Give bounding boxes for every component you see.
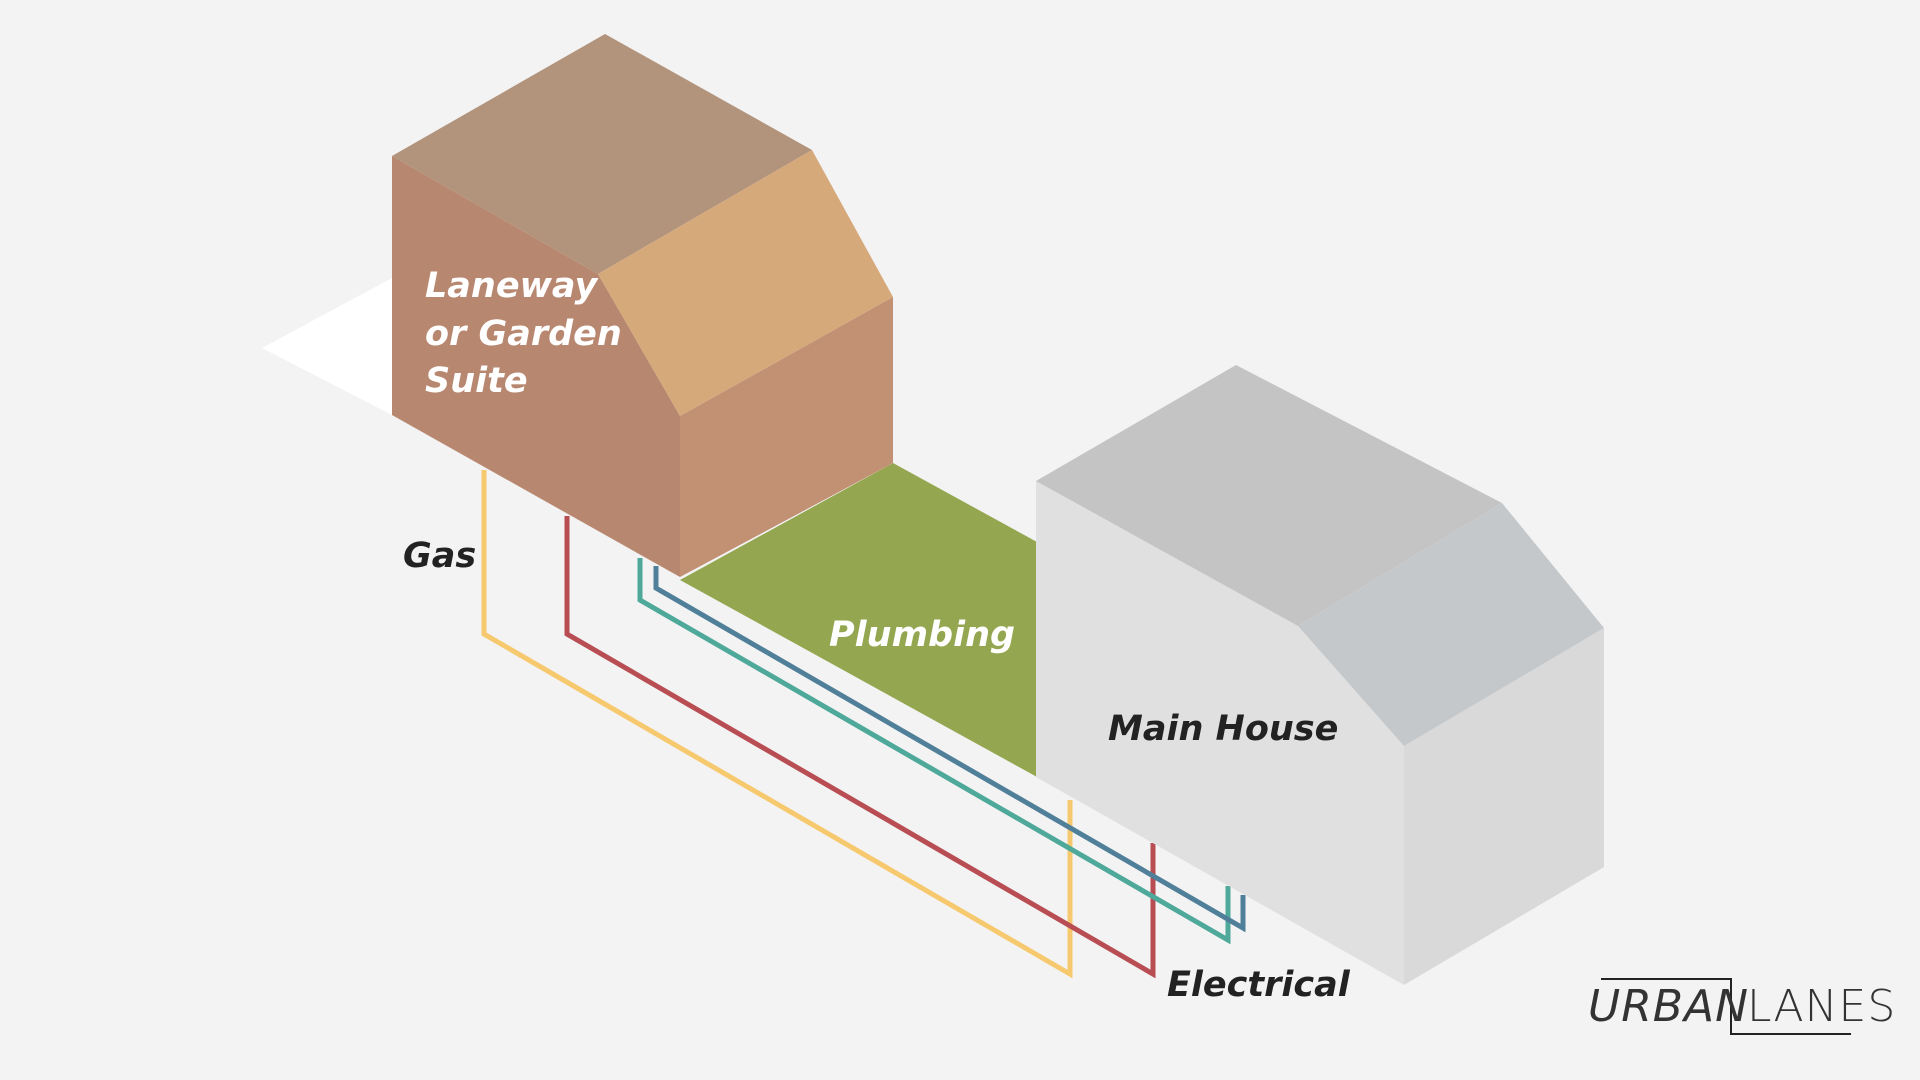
- suite-roof-right: [598, 150, 893, 416]
- main-house-label: Main House: [1108, 709, 1338, 749]
- suite-label-line-2: or Garden: [425, 314, 622, 354]
- logo-text-urban: URBAN: [1588, 981, 1749, 1032]
- lawn-ground: [680, 463, 1037, 777]
- suite-wall-side: [680, 297, 893, 577]
- suite-wall-front: [392, 156, 680, 577]
- house-wall-front: [1036, 481, 1404, 985]
- electrical-label: Electrical: [1167, 965, 1351, 1005]
- urban-lanes-logo: URBAN LANES: [1588, 978, 1896, 1035]
- house-roof-right: [1298, 503, 1604, 746]
- electrical-line: [564, 516, 1156, 979]
- suite-roof-left: [392, 34, 812, 274]
- gas-label: Gas: [403, 536, 476, 576]
- house-roof-left: [1036, 365, 1502, 626]
- plumbing-label: Plumbing: [829, 615, 1015, 655]
- gas-line: [481, 470, 1073, 979]
- suite-label-line-1: Laneway: [425, 266, 599, 306]
- suite-label-line-3: Suite: [425, 361, 528, 401]
- laneway-suite-building: [392, 34, 893, 577]
- water-line-drain: [653, 566, 1246, 933]
- main-house-building: [1036, 365, 1604, 985]
- logo-text-lanes: LANES: [1747, 981, 1896, 1032]
- water-line-supply: [637, 558, 1231, 945]
- logo-frame-top: [1601, 978, 1851, 1035]
- lot-ground: [262, 278, 392, 415]
- house-wall-side: [1404, 628, 1604, 985]
